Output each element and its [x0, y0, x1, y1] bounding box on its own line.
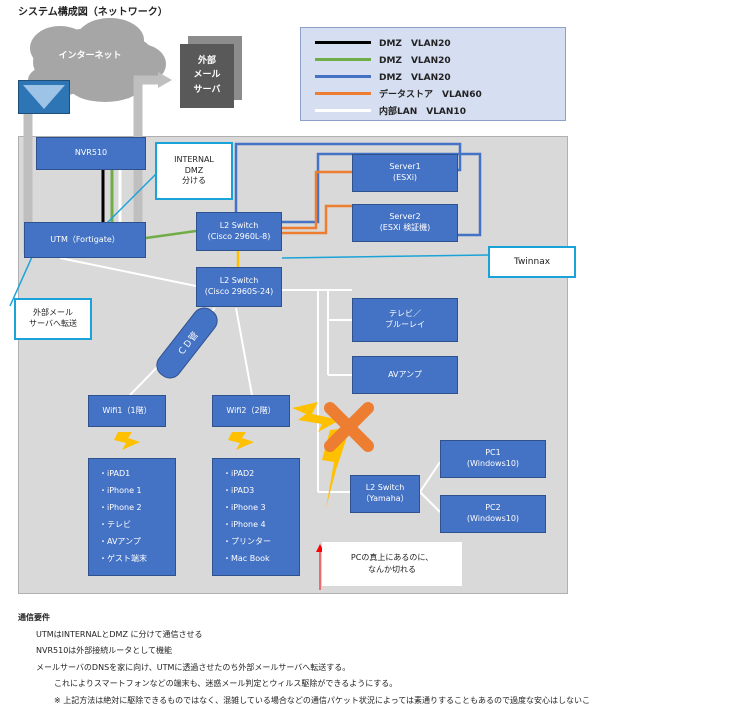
list-item: ・iPAD1 [99, 469, 131, 478]
legend-label: DMZ VLAN20 [379, 38, 451, 49]
server1: Server1 (ESXi) [352, 154, 458, 192]
legend-item: DMZ VLAN20 [315, 69, 451, 83]
requirement-line: ※ 上記方法は絶対に駆除できるものではなく、混雑している場合などの通信パケット状… [54, 695, 591, 705]
server2: Server2 (ESXi 検証機) [352, 204, 458, 242]
list-item: ・テレビ [99, 520, 131, 529]
nvr510-router: NVR510 [36, 137, 146, 170]
legend-label: DMZ VLAN20 [379, 72, 451, 83]
broken-signal-icon [292, 402, 340, 432]
wifi1-signal-icon [114, 432, 140, 450]
pc2: PC2 (Windows10) [440, 495, 546, 533]
twinnax-callout: Twinnax [488, 246, 576, 278]
external-mail-server: 外部 メール サーバ [180, 44, 234, 108]
requirement-line: メールサーバのDNSを家に向け、UTMに透過させたのち外部メールサーバへ転送する… [36, 662, 351, 672]
requirement-line: NVR510は外部接続ルータとして機能 [36, 646, 173, 655]
wifi1-access-point: Wifi1（1階） [88, 395, 166, 427]
requirement-line: UTMはINTERNALとDMZ に分けて通信させる [36, 629, 203, 639]
list-item: ・iPAD2 [223, 469, 255, 478]
internal-dmz-callout: INTERNAL DMZ 分ける [155, 142, 233, 200]
requirements-heading: 通信要件 [18, 613, 50, 622]
cross-icon [324, 402, 374, 452]
l2-switch-2960s: L2 Switch (Cisco 2960S-24) [196, 267, 282, 307]
list-item: ・プリンター [223, 537, 271, 546]
page-title: システム構成図（ネットワーク） [18, 7, 168, 18]
l2-switch-yamaha: L2 Switch （Yamaha） [350, 475, 420, 513]
legend-label: データストア VLAN60 [379, 89, 482, 100]
list-item: ・AVアンプ [99, 537, 141, 546]
utm-fortigate: UTM（Fortigate） [24, 222, 146, 258]
list-item: ・iPhone 1 [99, 486, 142, 495]
legend-item: データストア VLAN60 [315, 86, 482, 100]
router-icon [18, 80, 70, 114]
list-item: ・ゲスト端末 [99, 554, 147, 563]
legend-item: DMZ VLAN20 [315, 52, 451, 66]
av-amp: AVアンプ [352, 356, 458, 394]
legend-swatch [315, 74, 371, 78]
legend-swatch [315, 108, 371, 112]
wifi1-device-list: ・iPAD1 ・iPhone 1 ・iPhone 2 ・テレビ ・AVアンプ ・… [88, 458, 176, 576]
list-item: ・Mac Book [223, 554, 270, 563]
requirements-section: 通信要件 UTMはINTERNALとDMZ に分けて通信させる NVR510は外… [18, 610, 734, 709]
wifi2-signal-icon [228, 432, 254, 450]
legend-swatch [315, 57, 371, 61]
list-item: ・iPhone 4 [223, 520, 266, 529]
requirement-line: これによりスマートフォンなどの端末も、迷惑メール判定とウィルス駆除ができるように… [54, 679, 398, 688]
legend-item: 内部LAN VLAN10 [315, 103, 466, 117]
l2-switch-2960l: L2 Switch (Cisco 2960L-8) [196, 212, 282, 251]
pc1: PC1 (Windows10) [440, 440, 546, 478]
wifi2-access-point: Wifi2（2階） [212, 395, 290, 427]
legend-swatch [315, 91, 371, 95]
legend-label: DMZ VLAN20 [379, 55, 451, 66]
internet-label: インターネット [58, 51, 122, 61]
legend: DMZ VLAN20 DMZ VLAN20 DMZ VLAN20 データストア … [300, 27, 566, 121]
list-item: ・iPAD3 [223, 486, 255, 495]
wifi2-device-list: ・iPAD2 ・iPAD3 ・iPhone 3 ・iPhone 4 ・プリンター… [212, 458, 300, 576]
tv-bluray: テレビ／ ブルーレイ [352, 298, 458, 342]
mail-forward-callout: 外部メール サーバへ転送 [14, 298, 92, 340]
pc-note-callout: PCの真上にあるのに、 なんか切れる [322, 542, 462, 586]
legend-swatch [315, 40, 371, 44]
list-item: ・iPhone 3 [223, 503, 266, 512]
legend-item: DMZ VLAN20 [315, 35, 451, 49]
list-item: ・iPhone 2 [99, 503, 142, 512]
legend-label: 内部LAN VLAN10 [379, 106, 466, 117]
